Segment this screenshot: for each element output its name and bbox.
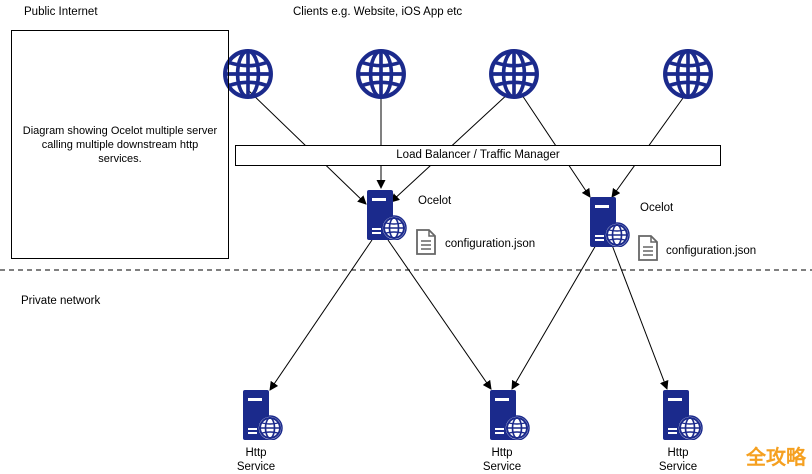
connector-ocelot2-service3 bbox=[611, 244, 669, 390]
description-note-text: Diagram showing Ocelot multiple server c… bbox=[22, 125, 218, 165]
gateway-label: Ocelot bbox=[418, 195, 452, 207]
connector-ocelot2-service2 bbox=[511, 244, 597, 390]
web-server-icon bbox=[490, 390, 530, 440]
connector-ocelot1-service1 bbox=[269, 239, 373, 391]
config-file-label: configuration.json bbox=[445, 238, 536, 250]
globe-icon bbox=[665, 51, 711, 97]
web-server-icon bbox=[367, 190, 407, 240]
config-file-label: configuration.json bbox=[666, 245, 757, 257]
connector-ocelot1-service2 bbox=[387, 239, 492, 390]
public-internet-label: Public Internet bbox=[24, 6, 98, 18]
clients-label: Clients e.g. Website, iOS App etc bbox=[293, 6, 463, 18]
web-server-icon bbox=[590, 197, 630, 247]
gateway-label: Ocelot bbox=[640, 202, 674, 214]
document-icon bbox=[638, 235, 658, 261]
service-connectors bbox=[269, 239, 669, 391]
web-server-icon bbox=[663, 390, 703, 440]
globe-icon bbox=[491, 51, 537, 97]
document-icon bbox=[416, 229, 436, 255]
connector-client3-ocelot2 bbox=[519, 91, 591, 198]
globe-icon bbox=[225, 51, 271, 97]
globe-icon bbox=[358, 51, 404, 97]
watermark: 全攻略 bbox=[746, 445, 806, 469]
description-note: Diagram showing Ocelot multiple server c… bbox=[11, 30, 229, 259]
web-server-icon bbox=[243, 390, 283, 440]
load-balancer: Load Balancer / Traffic Manager bbox=[235, 145, 721, 166]
private-network-label: Private network bbox=[21, 295, 101, 307]
